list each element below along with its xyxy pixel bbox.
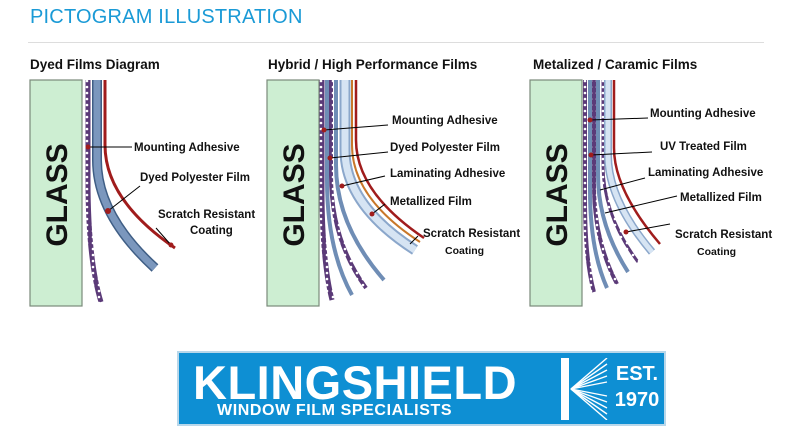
label-dyed-polyester-film: Dyed Polyester Film xyxy=(390,142,500,154)
label-scratch-resistant: Scratch Resistant xyxy=(423,228,520,240)
glass-pane xyxy=(529,79,583,307)
label-mounting-adhesive: Mounting Adhesive xyxy=(392,115,498,127)
klingshield-logo: KLINGSHIELD WINDOW FILM SPECIALISTS EST.… xyxy=(177,351,666,426)
label-mounting-adhesive: Mounting Adhesive xyxy=(134,142,240,154)
label-metallized-film: Metallized Film xyxy=(390,196,472,208)
label-dyed-polyester-film: Dyed Polyester Film xyxy=(140,172,250,184)
label-coating: Coating xyxy=(190,225,233,237)
glass-pane xyxy=(266,79,320,307)
panel-dyed: GLASS Mounting Adhesive Dyed Polyester F… xyxy=(29,79,255,307)
label-uv-treated-film: UV Treated Film xyxy=(660,141,747,153)
glass-label: GLASS xyxy=(278,143,311,246)
panel-metalized: GLASS Mounting Adhesive UV Treated Film … xyxy=(529,79,772,307)
title-divider xyxy=(28,42,764,43)
logo-k-mark-icon xyxy=(561,358,608,420)
panel-title-hybrid: Hybrid / High Performance Films xyxy=(268,57,478,72)
logo-year: 1970 xyxy=(614,389,660,411)
glass-label: GLASS xyxy=(541,143,574,246)
label-metallized-film: Metallized Film xyxy=(680,192,762,204)
scratch-layer xyxy=(103,80,176,250)
dotted-layer xyxy=(85,80,104,303)
panel-title-metalized: Metalized / Caramic Films xyxy=(533,57,698,72)
label-coating: Coating xyxy=(697,246,736,258)
panel-hybrid: GLASS Mounting Adhesive Dyed Polyester F… xyxy=(266,79,520,307)
page-title: PICTOGRAM ILLUSTRATION xyxy=(30,6,303,28)
label-scratch-resistant: Scratch Resistant xyxy=(158,209,255,221)
label-mounting-adhesive: Mounting Adhesive xyxy=(650,108,756,120)
panel-title-dyed: Dyed Films Diagram xyxy=(30,57,160,72)
glass-pane xyxy=(29,79,83,307)
logo-tagline: WINDOW FILM SPECIALISTS xyxy=(217,402,453,419)
glass-label: GLASS xyxy=(41,143,74,246)
logo-est: EST. xyxy=(615,363,659,385)
label-coating: Coating xyxy=(445,245,484,257)
label-laminating-adhesive: Laminating Adhesive xyxy=(390,168,505,180)
label-scratch-resistant: Scratch Resistant xyxy=(675,229,772,241)
logo-brand: KLINGSHIELD xyxy=(193,356,518,409)
label-laminating-adhesive: Laminating Adhesive xyxy=(648,167,763,179)
